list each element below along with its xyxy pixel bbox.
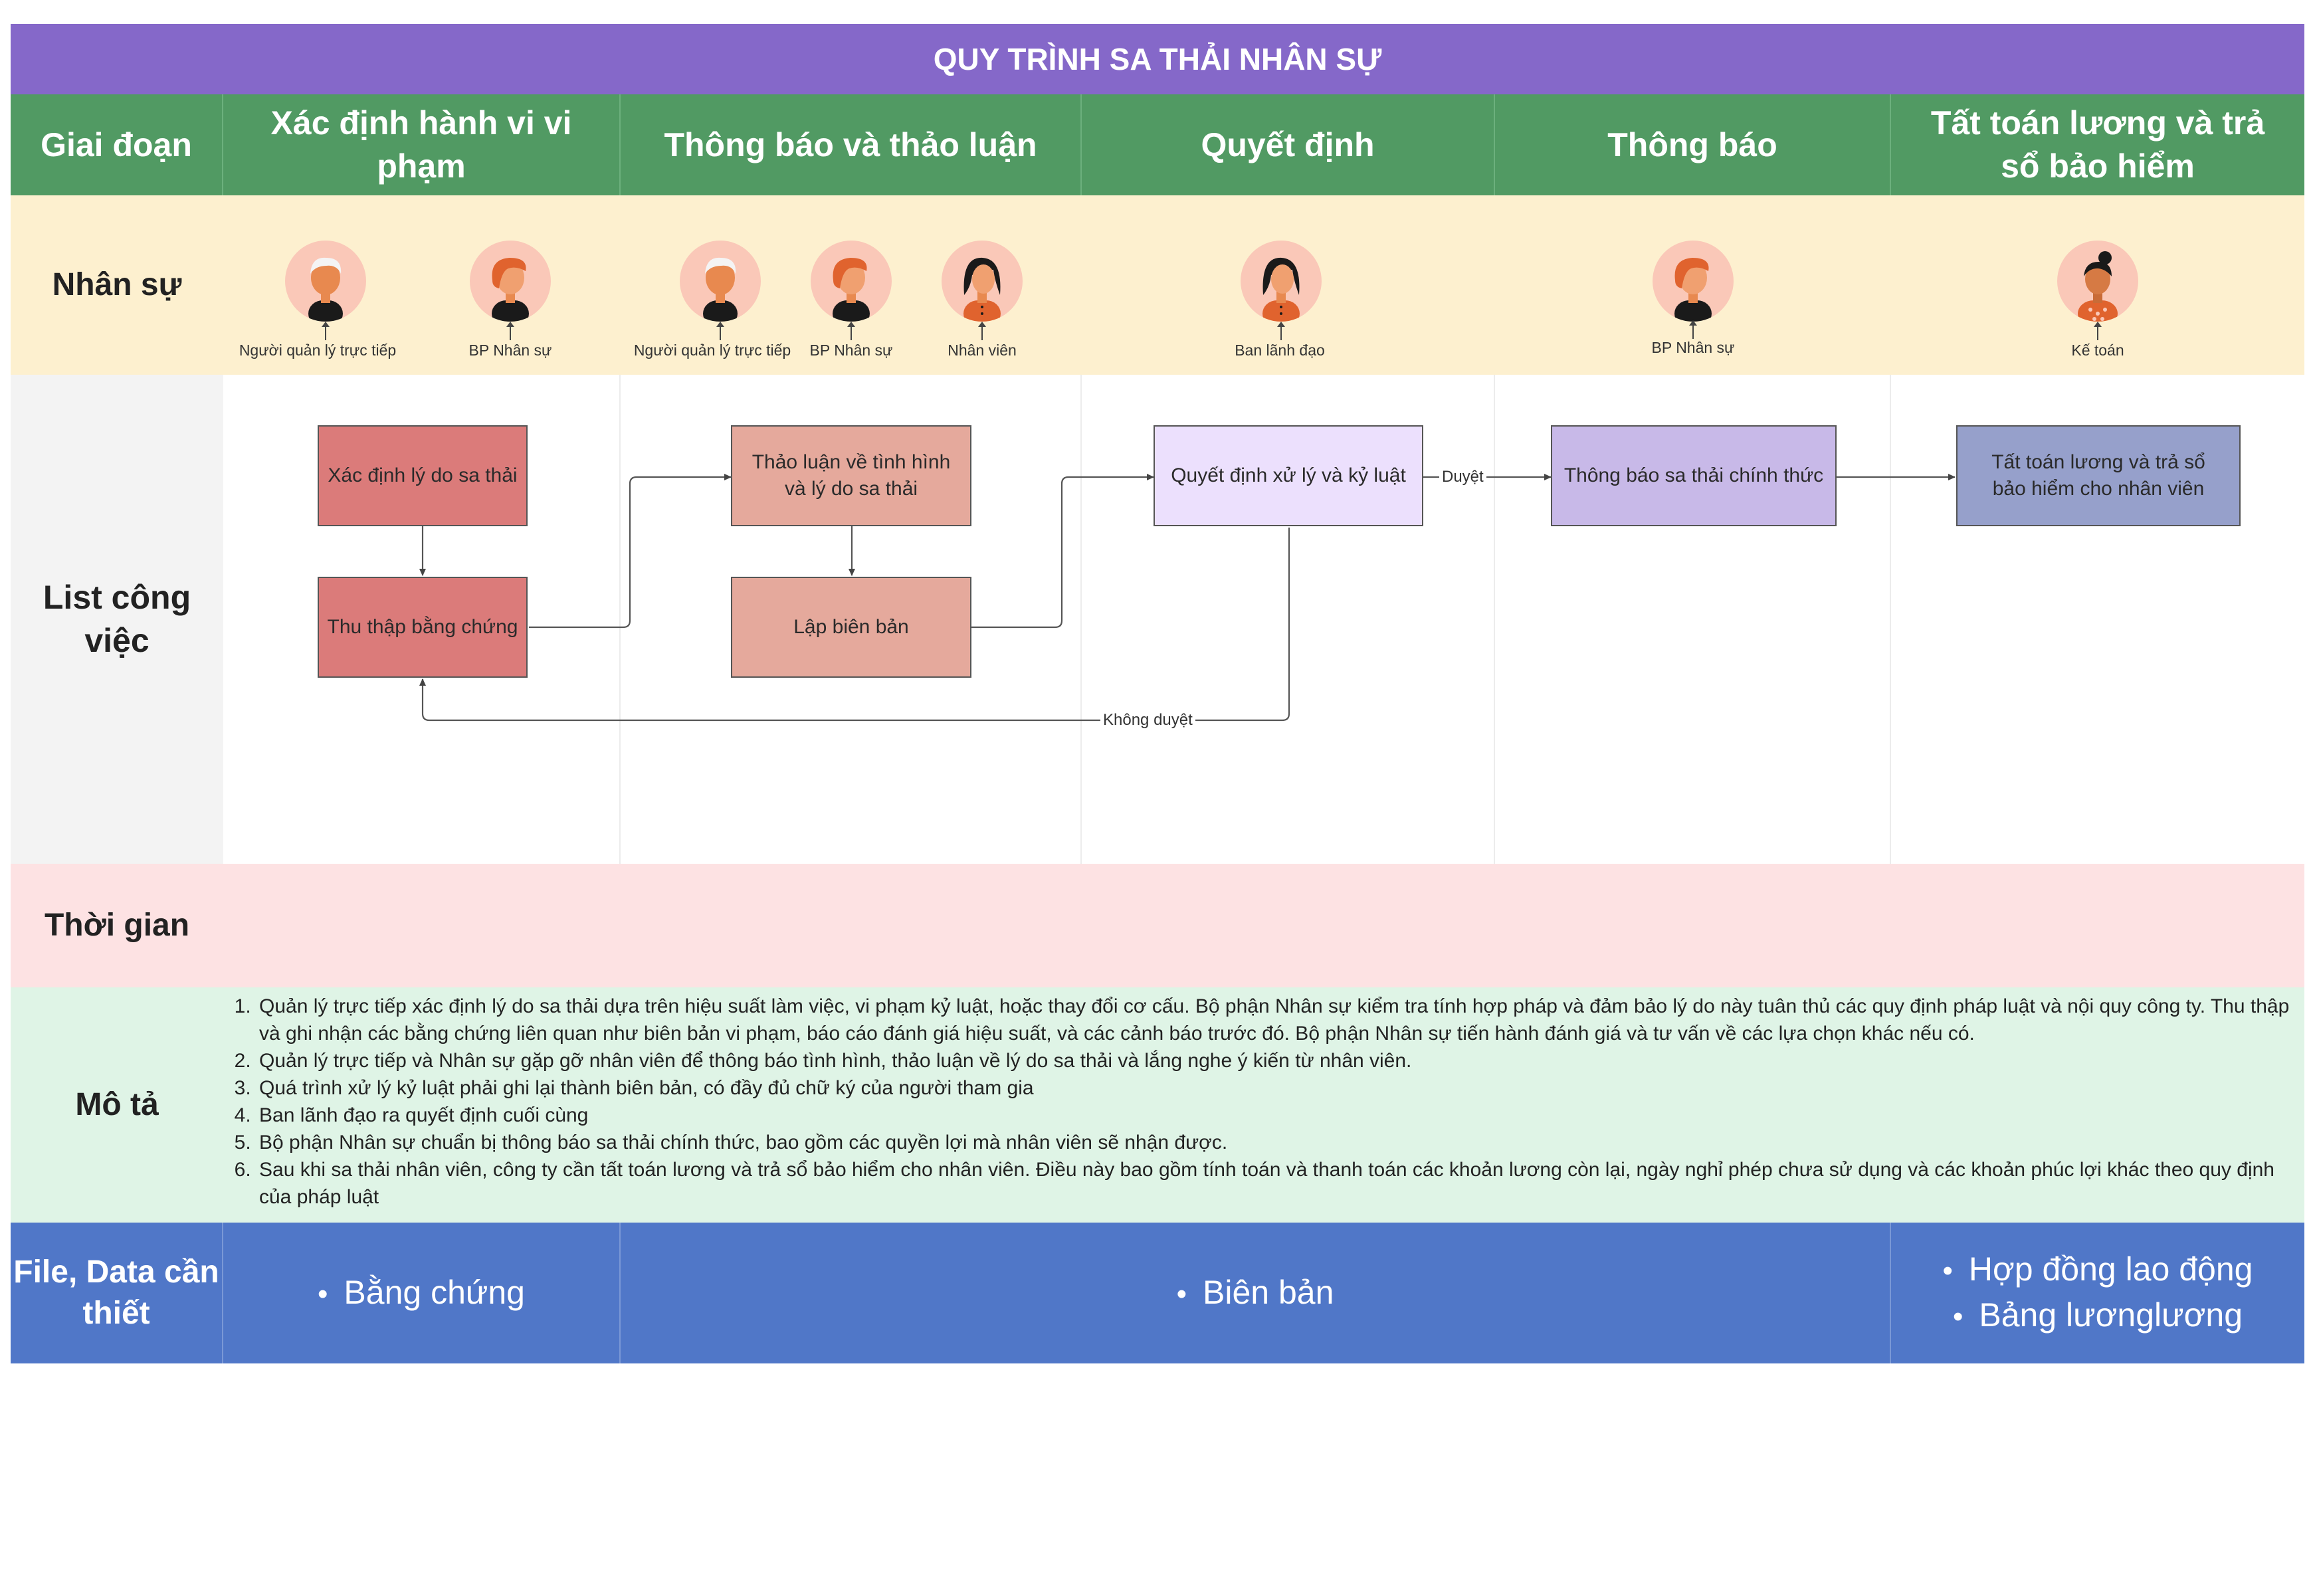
tasks-row-label: List công việc	[11, 375, 223, 864]
files-cell-1: Bằng chứng	[223, 1223, 621, 1363]
description-item: Ban lãnh đạo ra quyết định cuối cùng	[256, 1102, 2303, 1129]
description-item: Quản lý trực tiếp và Nhân sự gặp gỡ nhân…	[256, 1047, 2303, 1074]
stage-header-2: Thông báo và thảo luận	[621, 94, 1082, 195]
hr-avatar-icon	[1653, 241, 1734, 322]
time-row	[11, 864, 2304, 987]
description-item: Quản lý trực tiếp xác định lý do sa thải…	[256, 993, 2303, 1047]
staff-row	[11, 195, 2304, 375]
staff-name: BP Nhân sự	[468, 342, 552, 359]
hr-avatar-icon	[811, 241, 892, 322]
task-identify-reason[interactable]: Xác định lý do sa thải	[318, 425, 528, 526]
stage-header-5: Tất toán lương và trả sổ bảo hiểm	[1891, 94, 2304, 195]
employee-avatar-icon	[942, 241, 1023, 322]
staff-name: Nhân viên	[948, 342, 1017, 359]
staff-name: Kế toán	[2071, 342, 2124, 359]
description-item: Quá trình xử lý kỷ luật phải ghi lại thà…	[256, 1074, 2303, 1102]
staff-name: Người quản lý trực tiếp	[633, 342, 791, 359]
staff-row-label: Nhân sự	[52, 266, 182, 302]
leadership-avatar-icon	[1241, 241, 1322, 322]
task-write-record[interactable]: Lập biên bản	[731, 577, 971, 678]
edge-label-approve: Duyệt	[1439, 468, 1486, 486]
files-cell-3: Hợp đồng lao động Bảng lươnglương	[1891, 1223, 2304, 1363]
time-row-label: Thời gian	[44, 907, 190, 943]
description-item: Sau khi sa thải nhân viên, công ty cần t…	[256, 1156, 2303, 1211]
description-row	[11, 987, 2304, 1223]
stage-header-3: Quyết định	[1082, 94, 1495, 195]
description-list: Quản lý trực tiếp xác định lý do sa thải…	[237, 993, 2303, 1211]
file-item: Biên bản	[1177, 1270, 1334, 1316]
files-row-label: File, Data cần thiết	[11, 1223, 223, 1363]
accountant-avatar-icon	[2057, 241, 2138, 322]
description-row-label: Mô tả	[75, 1086, 159, 1122]
file-item: Hợp đồng lao động	[1943, 1247, 2253, 1293]
staff-name: BP Nhân sự	[809, 342, 893, 359]
manager-avatar-icon	[680, 241, 761, 322]
edge-label-reject: Không duyệt	[1100, 711, 1195, 730]
file-item: Bằng chứng	[318, 1270, 525, 1316]
task-decision[interactable]: Quyết định xử lý và kỷ luật	[1154, 425, 1423, 526]
file-item: Bảng lươnglương	[1943, 1293, 2253, 1339]
task-discuss-situation[interactable]: Thảo luận về tình hình và lý do sa thải	[731, 425, 971, 526]
staff-name: Ban lãnh đạo	[1235, 342, 1325, 359]
task-collect-evidence[interactable]: Thu thập bằng chứng	[318, 577, 528, 678]
stage-header-4: Thông báo	[1495, 94, 1891, 195]
task-settle-salary[interactable]: Tất toán lương và trả sổ bảo hiểm cho nh…	[1956, 425, 2241, 526]
files-cell-2: Biên bản	[621, 1223, 1891, 1363]
stage-header-1: Xác định hành vi vi phạm	[223, 94, 621, 195]
staff-name: Người quản lý trực tiếp	[239, 342, 397, 359]
task-official-notice[interactable]: Thông báo sa thải chính thức	[1551, 425, 1837, 526]
manager-avatar-icon	[285, 241, 366, 322]
description-item: Bộ phận Nhân sự chuẩn bị thông báo sa th…	[256, 1129, 2303, 1156]
hr-avatar-icon	[470, 241, 551, 322]
page-title: QUY TRÌNH SA THẢI NHÂN SỰ	[11, 24, 2304, 94]
staff-name: BP Nhân sự	[1651, 339, 1735, 356]
stage-header-label: Giai đoạn	[11, 94, 223, 195]
